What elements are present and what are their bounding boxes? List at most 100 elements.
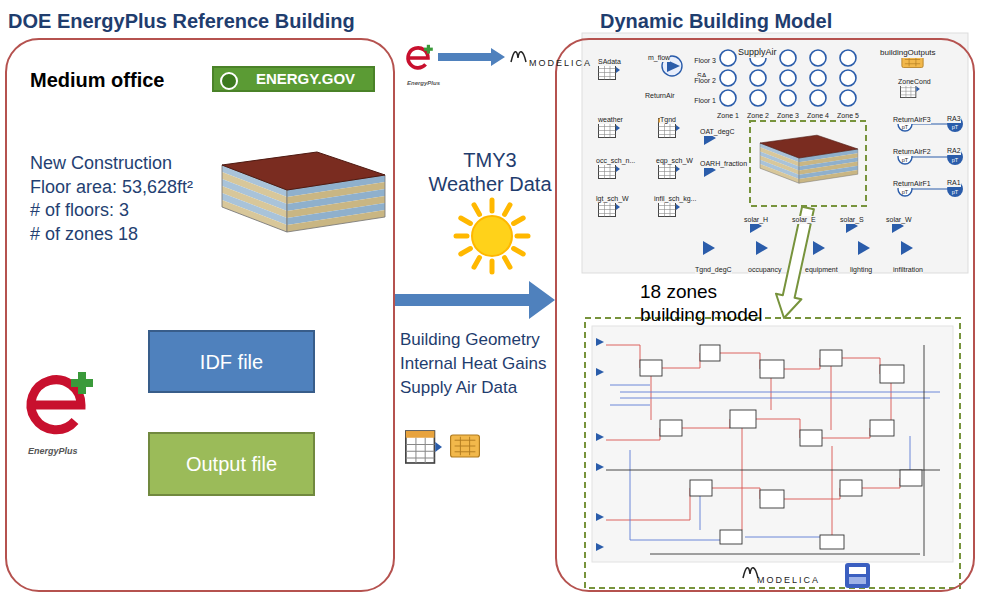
port-label: solar_S: [840, 216, 864, 224]
port-label: lighting: [850, 266, 872, 274]
illustration-part: [810, 70, 826, 86]
screenshot-ground: [582, 33, 968, 273]
illustration-part: [474, 205, 480, 215]
panel-heading: DOE EnergyPlus Reference Building: [8, 9, 355, 33]
illustration-part: [820, 350, 842, 366]
schematic-blocks: [640, 345, 922, 549]
energy-gov-badge: ENERGY.GOV: [212, 66, 375, 92]
dashed-frame: [750, 121, 866, 206]
port-label: equipment: [805, 266, 838, 274]
port-label: MODELICA: [529, 59, 592, 69]
panel-text: Floor area: 53,628ft²: [30, 177, 193, 199]
label-slot: MODELICA: [529, 52, 592, 70]
port-label: OARH_fraction: [700, 160, 747, 168]
box-text: IDF file: [200, 350, 263, 374]
port-label: lgt_sch_W: [596, 195, 629, 203]
label-slot: Building Geometry: [400, 330, 540, 350]
energyplus-logo: [31, 372, 93, 430]
modelica-mark: [511, 52, 526, 62]
illustration-part: [720, 70, 736, 86]
illustration-part: [474, 258, 480, 268]
port-label: infiltration: [893, 266, 923, 274]
label-slot: OARH_fraction: [700, 152, 747, 170]
label-slot: RA3: [947, 107, 961, 125]
label-slot: Zone 3: [777, 104, 799, 122]
illustration-part: [720, 90, 736, 106]
schematic-inputs: [596, 338, 604, 551]
label-slot: SupplyAir: [738, 41, 777, 59]
text-slot: # of zones 18: [30, 224, 138, 246]
label-slot: buildingOutputs: [880, 41, 936, 59]
illustration-part: [660, 420, 682, 436]
illustration-part: [596, 513, 604, 521]
label-slot: Supply Air Data: [400, 378, 517, 398]
panel-frame: [5, 38, 395, 592]
illustration-part: [840, 70, 856, 86]
panel-text: # of floors: 3: [30, 200, 129, 222]
label-slot: 18 zones building model: [640, 281, 768, 327]
energy-logo-mark: [220, 72, 238, 90]
port-label: ZoneCond: [898, 78, 931, 86]
label-slot: solar_E: [792, 208, 816, 226]
file-box: IDF file: [148, 330, 315, 393]
illustration-part: [880, 365, 904, 383]
illustration-part: [750, 90, 766, 106]
illustration-part: [596, 463, 604, 471]
label-slot: Zone 1: [717, 104, 739, 122]
illustration-part: [780, 70, 796, 86]
illustration-part: [490, 200, 495, 211]
schematic-wires: [606, 345, 940, 556]
panel-heading: Dynamic Building Model: [600, 9, 832, 33]
port-label: EnergyPlus: [407, 80, 440, 87]
label-slot: EnergyPlus: [407, 71, 440, 89]
label-slot: lgt_sch_W: [596, 187, 629, 205]
port-label: Tgnd_degC: [695, 266, 732, 274]
port-label: Zone 3: [777, 112, 799, 120]
label-slot: RA1: [947, 171, 961, 189]
port-label: pT: [952, 124, 958, 130]
illustration-part: [610, 385, 940, 540]
port-label: Zone 4: [807, 112, 829, 120]
illustration-part: [461, 249, 471, 255]
label-slot: Internal Heat Gains: [400, 354, 546, 374]
label-slot: eqp_sch_W: [656, 149, 693, 167]
panel-text: Medium office: [30, 68, 164, 92]
label-slot: occupancy: [748, 258, 781, 276]
illustration-part: [514, 218, 524, 224]
illustration-part: [517, 234, 528, 239]
caption-text: Building Geometry: [400, 330, 540, 350]
dashed-frame: [585, 318, 960, 588]
schematic-ground: [592, 326, 953, 562]
port-label: Zone 2: [747, 112, 769, 120]
illustration-part: [810, 90, 826, 106]
label-slot: solar_S: [840, 208, 864, 226]
port-label: ReturnAirF3: [893, 116, 931, 124]
illustration-part: [760, 490, 784, 508]
illustration-part: [606, 345, 940, 556]
port-label: MODELICA: [757, 576, 820, 586]
port-label: infil_sch_kg...: [654, 195, 696, 203]
label-slot: Floor 1: [694, 89, 716, 107]
illustration-part: [640, 360, 662, 376]
port-label: occupancy: [748, 266, 781, 274]
file-box: Output file: [148, 432, 315, 496]
illustration-part: [800, 430, 822, 446]
caption-text: 18 zones building model: [640, 281, 768, 327]
table-icon: [406, 431, 442, 463]
modelica-mark: [743, 568, 758, 578]
illustration-part: [720, 530, 742, 544]
building-picture: [222, 152, 385, 232]
label-slot: EnergyPlus: [28, 440, 78, 458]
illustration-part: [596, 368, 604, 376]
label-slot: weather: [598, 108, 623, 126]
illustration-part: [730, 410, 756, 428]
illustration-part: [490, 261, 495, 272]
input-triangle: [703, 241, 715, 255]
illustration-part: [912, 156, 947, 157]
port-label: OAT_degC: [700, 128, 735, 136]
label-slot: ReturnAir: [645, 84, 675, 102]
illustration-part: [514, 249, 524, 255]
panel-text: # of zones 18: [30, 224, 138, 246]
